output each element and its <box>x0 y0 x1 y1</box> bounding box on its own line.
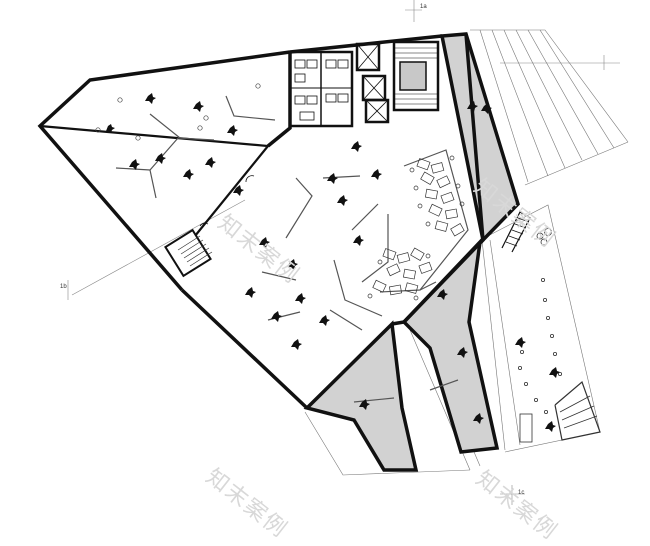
door-marks <box>199 175 255 227</box>
grid-marker-south: 1c <box>518 490 525 496</box>
elevator-1 <box>355 42 381 72</box>
stair-west <box>164 228 212 278</box>
grey-zone-east-strip <box>439 32 520 244</box>
interior-partitions <box>115 95 469 403</box>
facade-fan-lines <box>470 29 629 186</box>
north-room <box>39 124 271 278</box>
floor-plan: 1a 1b 1c 知末案例 知末案例 知末案例 知末案例 <box>37 0 629 545</box>
grey-zones <box>303 32 520 472</box>
grid-marker-west: 1b <box>60 284 67 290</box>
elevator-3 <box>364 98 390 124</box>
grey-zone-southwest-wedge <box>303 320 419 472</box>
east-lobby-fixtures <box>518 228 601 443</box>
planting-symbols <box>106 93 560 432</box>
stair-east <box>501 211 531 253</box>
north-room-fixtures <box>95 83 261 141</box>
stair-core <box>392 40 440 112</box>
desk-cluster-south <box>367 247 433 301</box>
service-core <box>288 40 440 128</box>
desk-cluster-north <box>409 155 465 237</box>
outer-walls <box>37 33 485 410</box>
grid-marker-north: 1a <box>420 4 427 10</box>
grid-axes <box>67 0 620 505</box>
floor-plan-drawing <box>37 0 629 505</box>
